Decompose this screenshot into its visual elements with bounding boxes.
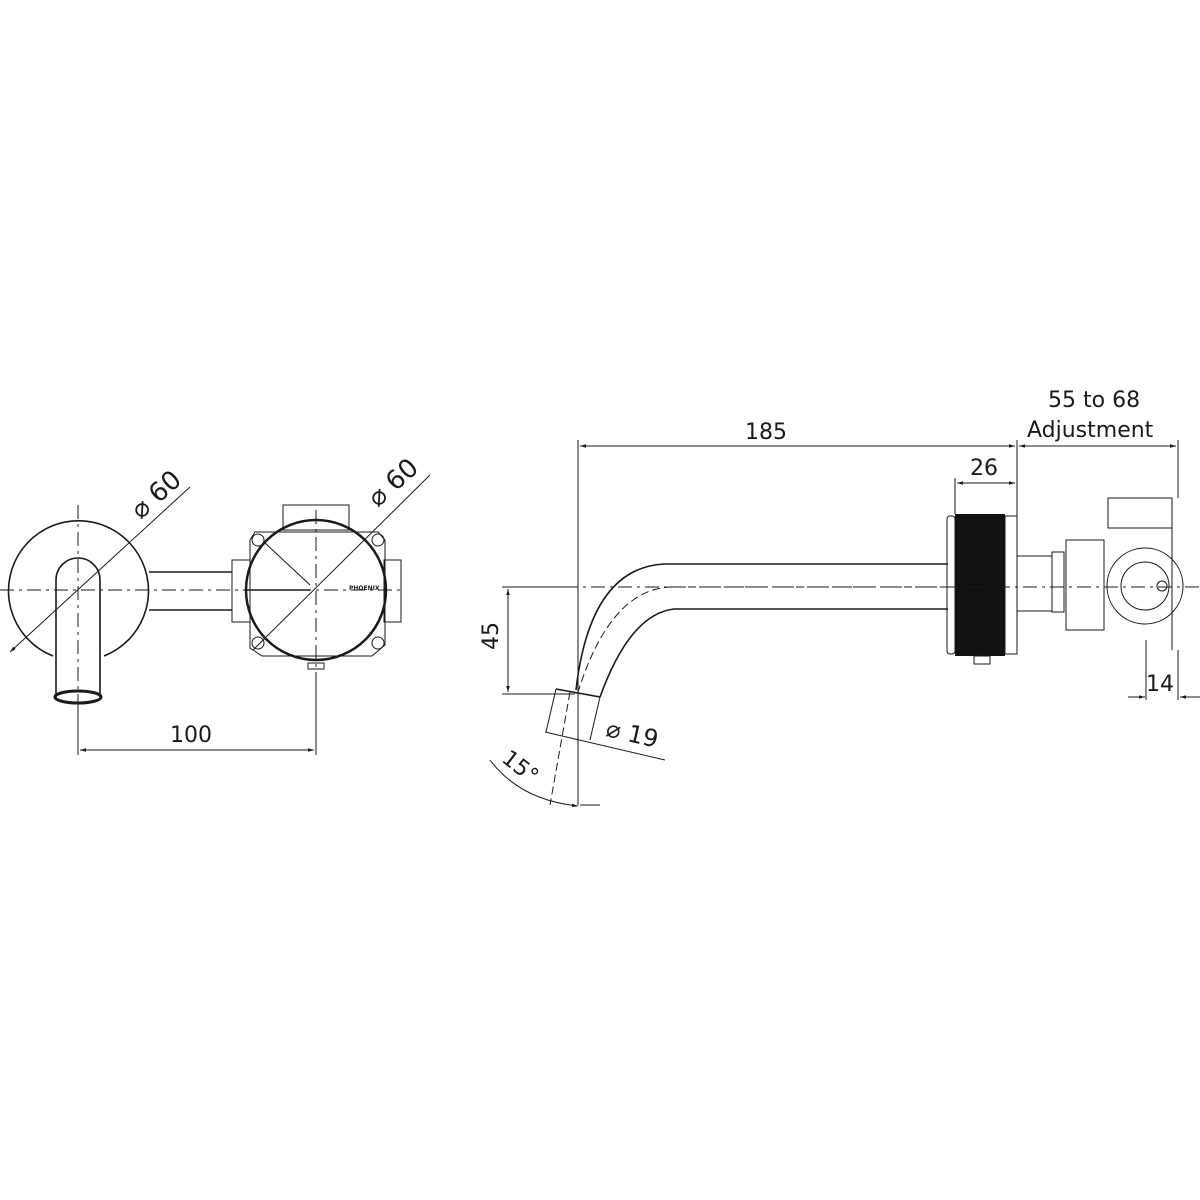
brand-mark: PHOENIX xyxy=(349,585,380,592)
spout-lower xyxy=(599,608,948,698)
adjustment-range-label: 55 to 68 xyxy=(1048,388,1141,413)
body-housing xyxy=(249,531,386,657)
side-view xyxy=(489,440,1200,808)
cover-plate-circle xyxy=(7,520,150,657)
centre-spacing-label: 100 xyxy=(170,723,212,748)
spout-outline xyxy=(55,557,101,699)
spout-drop-label: 45 xyxy=(479,622,504,650)
spout-upper xyxy=(575,563,948,691)
adjustment-label: Adjustment xyxy=(1027,418,1154,443)
wall-flange xyxy=(955,514,1005,656)
flange-depth-label: 26 xyxy=(970,456,998,481)
spout-projection-label: 185 xyxy=(745,420,787,445)
front-view xyxy=(0,474,431,755)
body-offset-label: 14 xyxy=(1146,672,1174,697)
